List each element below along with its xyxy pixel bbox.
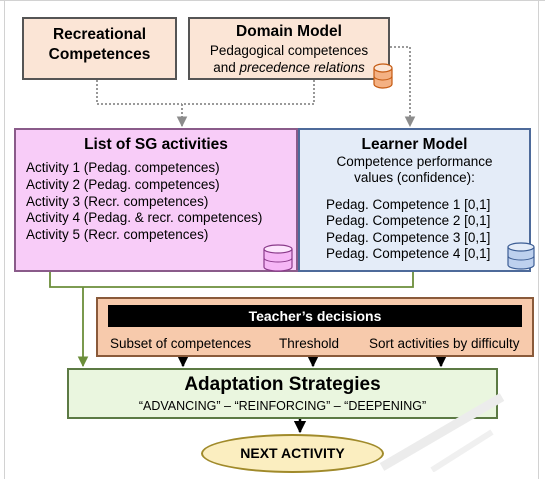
recreational-competences-box: Recreational Competences: [22, 17, 177, 80]
domain-model-line1: Pedagogical competences: [209, 43, 369, 58]
domain-model-line2-prefix: and: [213, 60, 240, 75]
domain-model-description: Pedagogical competences and precedence r…: [190, 42, 388, 76]
adaptation-strategies-box: Adaptation Strategies “ADVANCING” – “REI…: [67, 368, 498, 419]
learner-model-description: Competence performance values (confidenc…: [300, 154, 529, 186]
competence-item: Pedag. Competence 1 [0,1]: [326, 197, 491, 212]
frame-left-line: [4, 0, 5, 479]
competence-item: Pedag. Competence 3 [0,1]: [326, 229, 491, 245]
competence-item: Pedag. Competence 2 [0,1]: [326, 213, 491, 229]
activity-item: Activity 4 (Pedag. & recr. competences): [26, 210, 263, 226]
threshold-option: Threshold: [279, 336, 340, 351]
domain-model-title: Domain Model: [236, 23, 342, 40]
recreational-title-line1: Recreational: [52, 26, 147, 43]
activities-down-line: [49, 272, 83, 288]
teacher-decisions-title: Teacher’s decisions: [108, 305, 522, 327]
domain-database-icon: [373, 63, 393, 89]
domain-to-activities-line: [182, 80, 315, 105]
frame-top-line: [0, 0, 545, 1]
sort-activities-option: Sort activities by difficulty: [369, 336, 520, 351]
watermark-logo: [379, 393, 505, 472]
activity-item: Activity 3 (Recr. competences): [26, 193, 209, 209]
next-activity-ellipse: NEXT ACTIVITY: [201, 434, 384, 473]
recreational-to-activities-line: [96, 80, 182, 105]
learner-model-box: Learner Model Competence performance val…: [298, 128, 531, 272]
recreational-title-line2: Competences: [48, 46, 151, 63]
domain-model-line2-emphasis: precedence relations: [239, 60, 365, 75]
activity-item: Activity 1 (Pedag. competences): [26, 160, 220, 175]
teacher-decisions-box: Teacher’s decisions Subset of competence…: [96, 297, 534, 357]
adaptation-strategies-title: Adaptation Strategies: [184, 374, 381, 395]
domain-model-line2: and precedence relations: [190, 59, 388, 76]
domain-model-box: Domain Model Pedagogical competences and…: [188, 17, 390, 80]
learner-database-icon: [507, 242, 535, 270]
activity-item: Activity 2 (Pedag. competences): [26, 176, 220, 192]
activities-list-title: List of SG activities: [84, 136, 228, 153]
activities-list: Activity 1 (Pedag. competences) Activity…: [26, 160, 262, 244]
adaptation-strategies-list: “ADVANCING” – “REINFORCING” – “DEEPENING…: [138, 399, 427, 413]
learner-down-line: [83, 272, 414, 288]
frame-right-line: [538, 0, 539, 479]
activities-database-icon: [263, 244, 293, 272]
recreational-title: Recreational Competences: [24, 25, 175, 65]
competence-item: Pedag. Competence 4 [0,1]: [326, 246, 491, 262]
learner-model-title: Learner Model: [361, 136, 468, 153]
learner-model-line1: Competence performance: [336, 154, 493, 169]
learner-competence-list: Pedag. Competence 1 [0,1] Pedag. Compete…: [326, 197, 490, 263]
activity-item: Activity 5 (Recr. competences): [26, 227, 209, 243]
subset-of-competences-option: Subset of competences: [110, 336, 252, 351]
activities-list-box: List of SG activities Activity 1 (Pedag.…: [14, 128, 298, 272]
learner-model-line2: values (confidence):: [354, 170, 475, 185]
